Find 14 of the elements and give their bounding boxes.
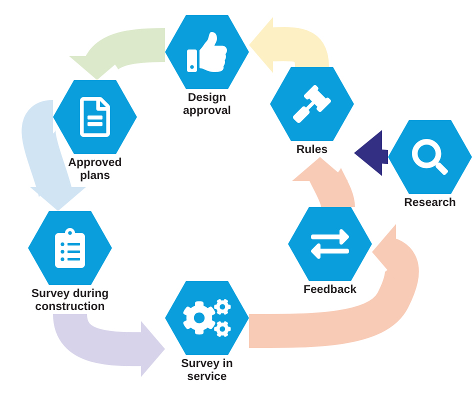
step-label: Feedback bbox=[303, 284, 357, 297]
step-label: Research bbox=[404, 197, 456, 210]
curved-arrow bbox=[71, 28, 166, 82]
step-label: Survey during construction bbox=[30, 288, 110, 314]
arrow bbox=[354, 130, 388, 177]
curved-arrow bbox=[294, 155, 355, 209]
curved-arrow bbox=[249, 225, 419, 348]
curved-arrow bbox=[22, 100, 84, 212]
curved-arrow bbox=[53, 312, 166, 378]
step-label: Design approval bbox=[182, 92, 232, 118]
step-label: Survey in service bbox=[180, 358, 234, 384]
step-label: Approved plans bbox=[67, 157, 123, 183]
step-label: Rules bbox=[296, 144, 328, 157]
curved-arrow bbox=[248, 16, 329, 73]
